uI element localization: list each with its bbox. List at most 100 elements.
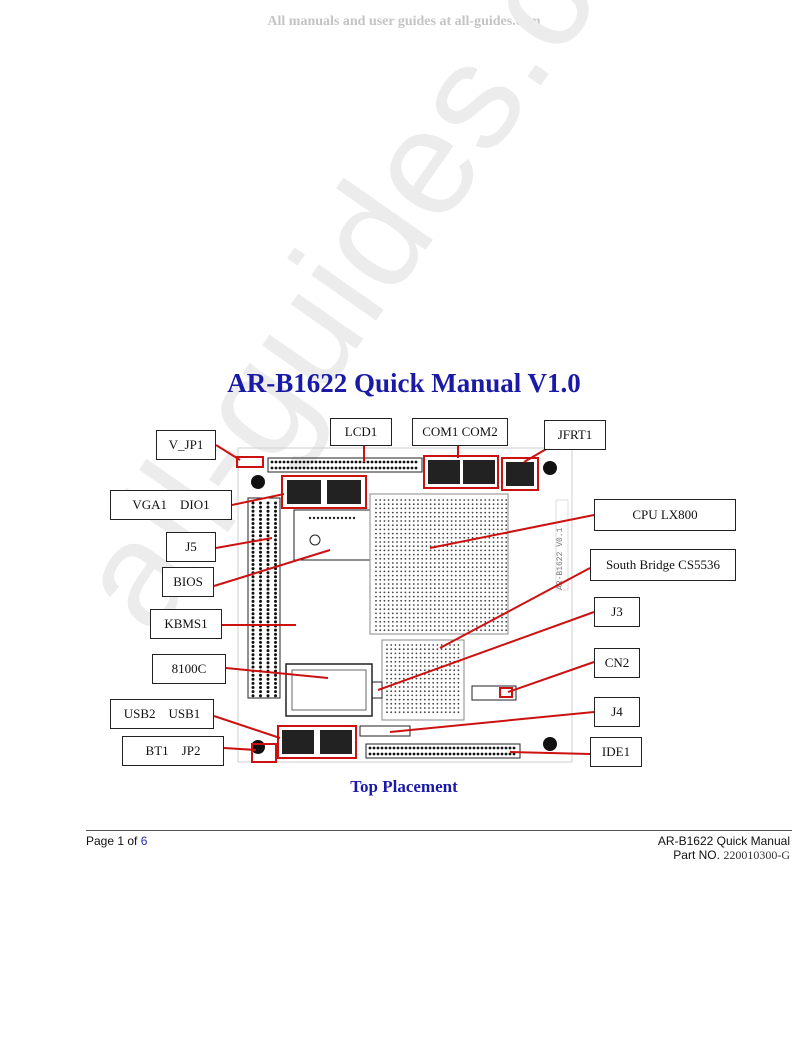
ide1-pin (472, 746, 476, 750)
j5-pin (274, 653, 277, 657)
south-bridge-ball (402, 660, 405, 663)
ide1-pin (476, 746, 480, 750)
cpu-ball (501, 578, 503, 581)
ide1-pin (424, 752, 428, 756)
cpu-ball (391, 604, 394, 606)
cpu-ball (501, 620, 503, 623)
cpu-ball (375, 507, 377, 510)
cpu-ball (501, 566, 503, 569)
cpu-ball (475, 608, 478, 611)
south-bridge-ball (444, 711, 447, 714)
cpu-ball (429, 562, 432, 564)
south-bridge-ball (457, 690, 460, 693)
cpu-ball (450, 541, 453, 543)
cpu-ball (425, 578, 428, 581)
bios-pin (324, 516, 328, 520)
cpu-ball (375, 629, 377, 632)
south-bridge-ball (386, 652, 388, 655)
cpu-ball (408, 587, 411, 590)
cpu-ball (459, 532, 461, 535)
south-bridge-ball (457, 686, 460, 688)
south-bridge-ball (415, 711, 418, 714)
cpu-ball (467, 620, 470, 623)
south-bridge-ball (444, 673, 447, 676)
cpu-ball (475, 591, 478, 594)
cpu-ball (501, 536, 503, 539)
cpu-ball (501, 528, 503, 531)
cpu-ball (379, 499, 382, 501)
cpu-ball (442, 599, 445, 602)
cpu-ball (475, 620, 478, 623)
south-bridge-ball (415, 665, 418, 667)
cpu-ball (433, 595, 436, 598)
lcd1-pin (386, 466, 390, 470)
cpu-ball (408, 583, 411, 585)
cpu-ball (438, 578, 440, 581)
cpu-ball (417, 557, 419, 560)
cpu-ball (471, 591, 474, 594)
cpu-ball (425, 595, 428, 598)
cpu-ball (412, 549, 415, 552)
cpu-ball (375, 625, 377, 627)
cpu-ball (496, 507, 499, 510)
south-bridge-ball (432, 677, 435, 680)
cpu-ball (387, 616, 390, 619)
cpu-ball (463, 612, 466, 615)
cpu-ball (433, 620, 436, 623)
cpu-ball (505, 570, 508, 573)
cpu-ball (383, 591, 386, 594)
j5-pin (266, 558, 270, 562)
cpu-ball (379, 545, 382, 548)
cpu-ball (375, 549, 377, 552)
south-bridge-ball (415, 690, 418, 693)
cpu-ball (484, 629, 487, 632)
j5-pin (274, 513, 277, 517)
south-bridge-ball (402, 686, 405, 688)
south-bridge-ball (407, 686, 409, 688)
cpu-ball (471, 566, 474, 569)
cpu-ball (425, 524, 428, 527)
south-bridge-ball (398, 644, 401, 646)
cpu-ball (480, 595, 482, 598)
cpu-ball (438, 599, 440, 602)
cpu-ball (438, 566, 440, 569)
south-bridge-ball (444, 656, 447, 659)
j5-pin (259, 526, 262, 530)
cpu-ball (391, 566, 394, 569)
cpu-ball (488, 562, 491, 564)
cpu-ball (496, 515, 499, 518)
cpu-ball (496, 612, 499, 615)
south-bridge-ball (449, 660, 451, 663)
cpu-ball (425, 515, 428, 518)
south-bridge-ball (432, 681, 435, 684)
south-bridge-ball (453, 648, 456, 651)
lcd1-pin (350, 460, 354, 464)
cpu-ball (438, 532, 440, 535)
j5-pin (274, 534, 277, 538)
lcd1-pin (298, 466, 302, 470)
j5-pin (274, 632, 277, 636)
cpu-ball (383, 511, 386, 514)
cpu-ball (421, 499, 424, 501)
cpu-ball (484, 616, 487, 619)
cpu-ball (463, 570, 466, 573)
cpu-ball (492, 507, 495, 510)
cpu-ball (425, 499, 428, 501)
ide1-pin (388, 746, 392, 750)
leader-j4 (389, 711, 595, 733)
cpu-ball (421, 570, 424, 573)
cpu-ball (471, 574, 474, 577)
j5-pin (259, 653, 262, 657)
ide1-pin (436, 752, 440, 756)
cpu-ball (463, 515, 466, 518)
south-bridge-ball (432, 656, 435, 659)
lcd1-pin (410, 466, 414, 470)
cpu-ball (442, 532, 445, 535)
cpu-ball (375, 620, 377, 623)
cpu-ball (488, 629, 491, 632)
cpu-ball (496, 536, 499, 539)
cpu-ball (375, 578, 377, 581)
cpu-ball (408, 599, 411, 602)
cpu-ball (501, 604, 503, 606)
cpu-ball (492, 524, 495, 527)
